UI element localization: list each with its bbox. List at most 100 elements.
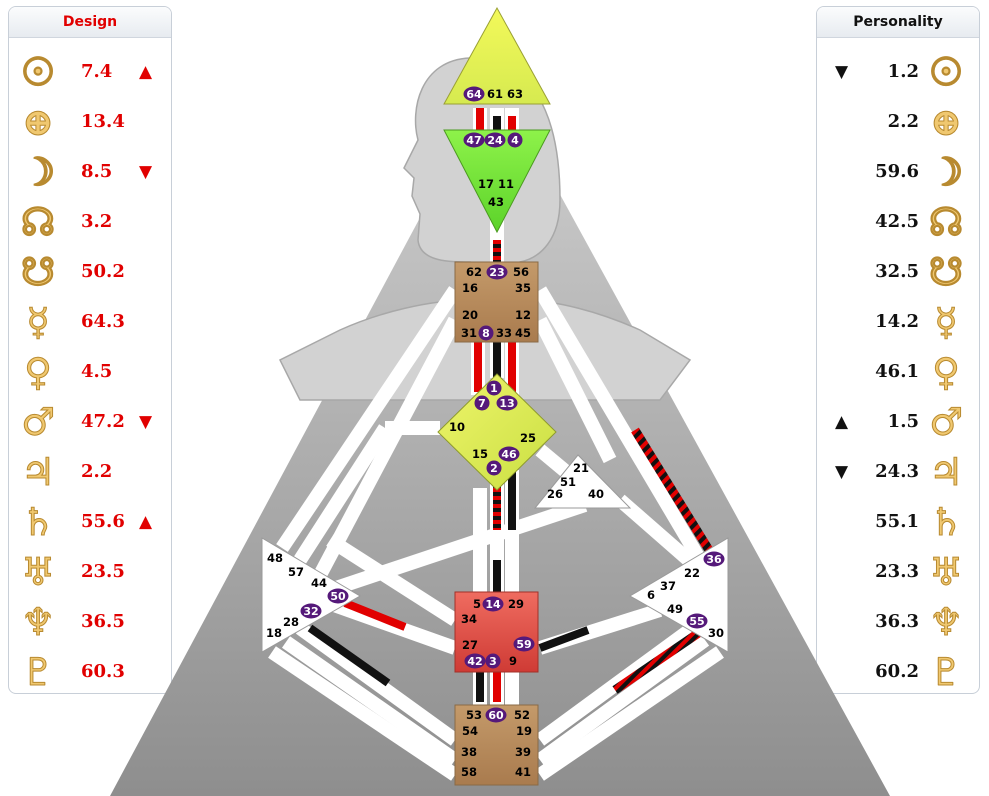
gate-label: 55 — [689, 615, 704, 628]
planet-row: ☋50.2 — [9, 249, 171, 295]
active-gate-marker — [498, 446, 520, 462]
active-gate-marker — [464, 653, 486, 669]
planet-gate-value: 4.5 — [81, 361, 113, 382]
arrow-up-icon: ▲ — [139, 512, 153, 532]
gate-label: 57 — [288, 565, 304, 579]
gate-label: 20 — [462, 308, 478, 322]
venus-icon: ♀ — [24, 349, 53, 395]
active-gate-marker — [486, 460, 502, 476]
planet-gate-value: 2.2 — [81, 461, 113, 482]
gate-label: 19 — [516, 724, 532, 738]
planet-gate-value: 23.5 — [81, 561, 125, 582]
gate-label: 53 — [466, 708, 482, 722]
gate-label: 5 — [473, 597, 481, 611]
planet-row: ☊42.5 — [817, 199, 979, 245]
gate-label: 13 — [499, 397, 514, 410]
active-gate-marker — [703, 551, 725, 567]
sun-icon: ☉ — [928, 49, 964, 95]
planet-gate-value: 64.3 — [81, 311, 125, 332]
gate-label: 62 — [466, 265, 482, 279]
gate-label: 21 — [573, 461, 589, 475]
heart-center — [533, 454, 632, 509]
sun-icon: ☉ — [20, 49, 56, 95]
planet-row: ☋32.5 — [817, 249, 979, 295]
north-node-icon: ☊ — [21, 199, 56, 245]
planet-gate-value: 32.5 — [875, 261, 919, 282]
gate-label: 41 — [515, 765, 531, 779]
gate-label: 22 — [684, 566, 700, 580]
arrow-up-icon: ▲ — [139, 62, 153, 82]
planet-gate-value: 59.6 — [875, 161, 919, 182]
gate-label: 1 — [490, 382, 498, 395]
mars-icon: ♂ — [20, 399, 56, 445]
gate-label: 45 — [515, 326, 531, 340]
arrow-down-icon: ▼ — [835, 62, 849, 82]
south-node-icon: ☋ — [21, 249, 56, 295]
ajna-center — [443, 129, 551, 234]
planet-gate-value: 36.5 — [81, 611, 125, 632]
gate-label: 44 — [311, 576, 327, 590]
planet-row: ⊕13.4 — [9, 99, 171, 145]
gate-label: 28 — [283, 615, 299, 629]
planet-row: ☽ 59.6 — [817, 149, 979, 195]
design-panel: Design ☉7.4▲⊕13.4☽8.5▼☊3.2☋50.2☿64.3♀4.5… — [8, 6, 172, 694]
planet-gate-value: 46.1 — [875, 361, 919, 382]
gate-label: 31 — [461, 326, 477, 340]
gate-label: 12 — [515, 308, 531, 322]
north-node-icon: ☊ — [929, 199, 964, 245]
gate-label: 38 — [461, 745, 477, 759]
personality-panel-title: Personality — [817, 7, 979, 38]
active-gate-marker — [463, 86, 485, 102]
planet-row: ♃24.3▼ — [817, 449, 979, 495]
gate-label: 58 — [461, 765, 477, 779]
gate-label: 3 — [489, 655, 497, 668]
gate-label: 54 — [462, 724, 478, 738]
planet-gate-value: 1.5 — [887, 411, 919, 432]
head-center — [443, 6, 551, 105]
gate-label: 30 — [708, 626, 724, 640]
active-gate-marker — [484, 132, 506, 148]
active-gate-marker — [485, 653, 501, 669]
venus-icon: ♀ — [932, 349, 961, 395]
active-gate-marker — [327, 588, 349, 604]
planet-row: ☽8.5▼ — [9, 149, 171, 195]
active-gate-marker — [486, 380, 502, 396]
active-gate-marker — [686, 613, 708, 629]
planet-gate-value: 24.3 — [875, 461, 919, 482]
planet-gate-value: 8.5 — [81, 161, 113, 182]
gate-label: 17 — [478, 177, 494, 191]
gate-label: 49 — [667, 602, 683, 616]
moon-icon: ☽ — [20, 149, 56, 195]
planet-gate-value: 23.3 — [875, 561, 919, 582]
saturn-icon: ♄ — [20, 499, 56, 545]
active-gate-marker — [463, 132, 485, 148]
arrow-up-icon: ▲ — [835, 412, 849, 432]
planet-row: ⊕2.2 — [817, 99, 979, 145]
gate-label: 60 — [488, 709, 504, 722]
planet-row: ♀ 46.1 — [817, 349, 979, 395]
planet-gate-value: 14.2 — [875, 311, 919, 332]
planet-row: ☿64.3 — [9, 299, 171, 345]
gate-label: 18 — [266, 626, 282, 640]
gate-label: 15 — [472, 447, 488, 461]
planet-row: ♂1.5▲ — [817, 399, 979, 445]
mercury-icon: ☿ — [934, 299, 958, 345]
gate-label: 37 — [660, 579, 676, 593]
personality-panel: Personality ☉1.2▼⊕2.2☽ 59.6 ☊42.5☋32.5☿ 14.… — [816, 6, 980, 694]
moon-icon: ☽ — [928, 149, 964, 195]
active-gate-marker — [485, 707, 507, 723]
gate-label: 52 — [514, 708, 530, 722]
planet-row: ☉1.2▼ — [817, 49, 979, 95]
planet-gate-value: 47.2 — [81, 411, 125, 432]
planet-gate-value: 7.4 — [81, 61, 113, 82]
planet-row: ♇60.2 — [817, 649, 979, 694]
planet-row: ♀ 4.5 — [9, 349, 171, 395]
planet-row: ♆36.5 — [9, 599, 171, 645]
gate-label: 14 — [485, 598, 501, 611]
gate-label: 10 — [449, 420, 465, 434]
planet-gate-value: 3.2 — [81, 211, 113, 232]
gate-label: 43 — [488, 195, 504, 209]
planet-row: ♄55.6▲ — [9, 499, 171, 545]
planet-gate-value: 60.2 — [875, 661, 919, 682]
